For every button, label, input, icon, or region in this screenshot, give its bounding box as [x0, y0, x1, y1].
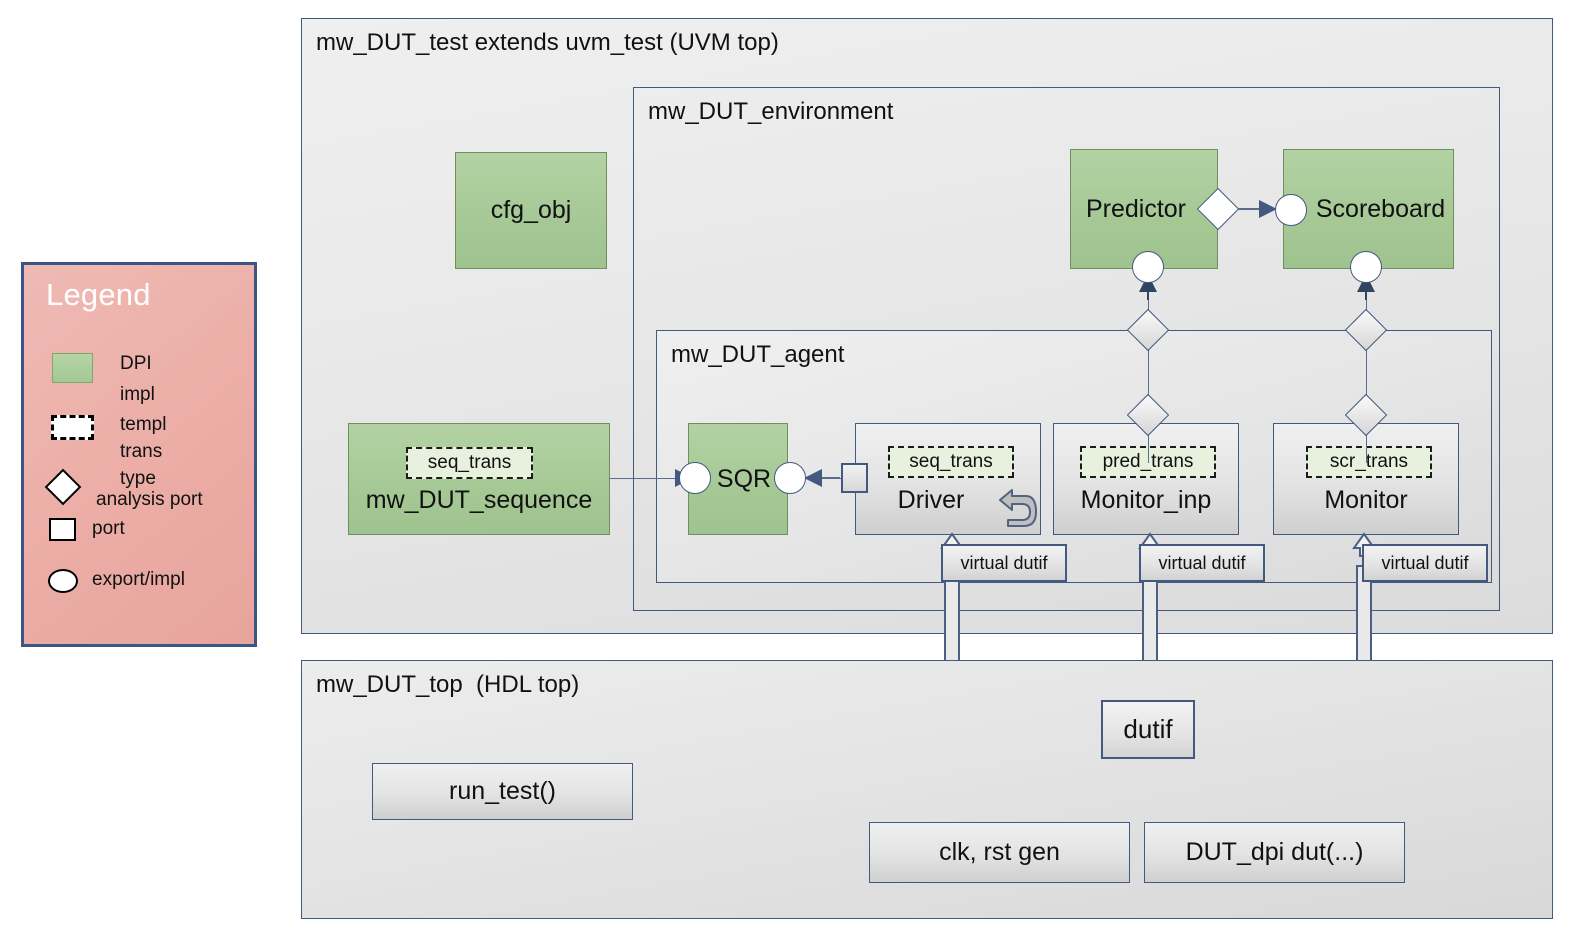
mw-dut-agent-title: mw_DUT_agent — [671, 341, 845, 368]
legend-label-export-impl: export/impl — [92, 569, 185, 590]
virtual-dutif-monitor[interactable]: virtual dutif — [1362, 544, 1488, 582]
clk-rst-gen-box[interactable]: clk, rst gen — [869, 822, 1130, 883]
mw-dut-sequence-label: mw_DUT_sequence — [365, 486, 593, 514]
mw-dut-sequence-box[interactable]: seq_trans mw_DUT_sequence — [348, 423, 610, 535]
dutif-box[interactable]: dutif — [1101, 700, 1195, 759]
legend-templ-swatch — [51, 415, 94, 440]
legend-dpi-swatch — [52, 353, 93, 383]
dut-dpi-label: DUT_dpi dut(...) — [1185, 838, 1364, 866]
cfg-obj-label: cfg_obj — [490, 196, 572, 224]
predictor-label: Predictor — [1085, 194, 1187, 223]
monitor-label: Monitor — [1324, 486, 1408, 514]
monitor-inp-to-predictor-line — [1148, 283, 1149, 463]
legend-label-templ: templ — [120, 414, 167, 435]
virtual-dutif-driver[interactable]: virtual dutif — [941, 544, 1067, 582]
legend-label-type: type — [120, 468, 156, 489]
mw-dut-environment-title: mw_DUT_environment — [648, 98, 894, 125]
export-impl-circle-predictor — [1132, 251, 1164, 283]
uvm-test-title: mw_DUT_test extends uvm_test (UVM top) — [316, 29, 779, 56]
run-test-label: run_test() — [449, 777, 556, 805]
export-impl-circle-sqr-left — [679, 462, 711, 494]
export-impl-circle-scoreboard-in — [1275, 194, 1307, 226]
legend-analysis-port-icon — [44, 468, 82, 506]
driver-box[interactable]: seq_trans Driver — [855, 423, 1041, 535]
export-impl-circle-scoreboard — [1350, 251, 1382, 283]
sequence-templ-seq-trans: seq_trans — [406, 447, 533, 479]
dut-dpi-box[interactable]: DUT_dpi dut(...) — [1144, 822, 1405, 883]
export-impl-circle-sqr-right — [774, 462, 806, 494]
driver-port-square — [841, 463, 868, 493]
clk-rst-gen-label: clk, rst gen — [939, 838, 1060, 866]
legend-export-impl-icon — [48, 569, 78, 593]
legend-label-impl: impl — [120, 384, 155, 405]
virtual-dutif-monitor-inp[interactable]: virtual dutif — [1139, 544, 1265, 582]
monitor-inp-box[interactable]: pred_trans Monitor_inp — [1053, 423, 1239, 535]
monitor-inp-label: Monitor_inp — [1080, 486, 1212, 514]
cfg-obj-box[interactable]: cfg_obj — [455, 152, 607, 269]
legend-panel: Legend DPI impl templ trans type analysi… — [21, 262, 257, 647]
run-test-box[interactable]: run_test() — [372, 763, 633, 820]
legend-label-dpi: DPI — [120, 353, 152, 374]
seq-to-sqr-line — [610, 478, 695, 479]
legend-label-trans: trans — [120, 441, 163, 462]
monitor-templ-scr-trans: scr_trans — [1306, 446, 1432, 478]
sqr-label: SQR — [716, 464, 772, 493]
monitor-to-scoreboard-line — [1366, 283, 1367, 463]
legend-label-port: port — [92, 518, 125, 539]
driver-loop-icon — [999, 489, 1037, 527]
hdl-top-title: mw_DUT_top (HDL top) — [316, 671, 580, 698]
legend-label-analysis-port: analysis port — [96, 489, 203, 510]
legend-title: Legend — [46, 277, 151, 312]
driver-label: Driver — [897, 486, 965, 514]
driver-templ-seq-trans: seq_trans — [888, 446, 1014, 478]
legend-port-icon — [49, 518, 76, 541]
scoreboard-label: Scoreboard — [1315, 194, 1446, 223]
